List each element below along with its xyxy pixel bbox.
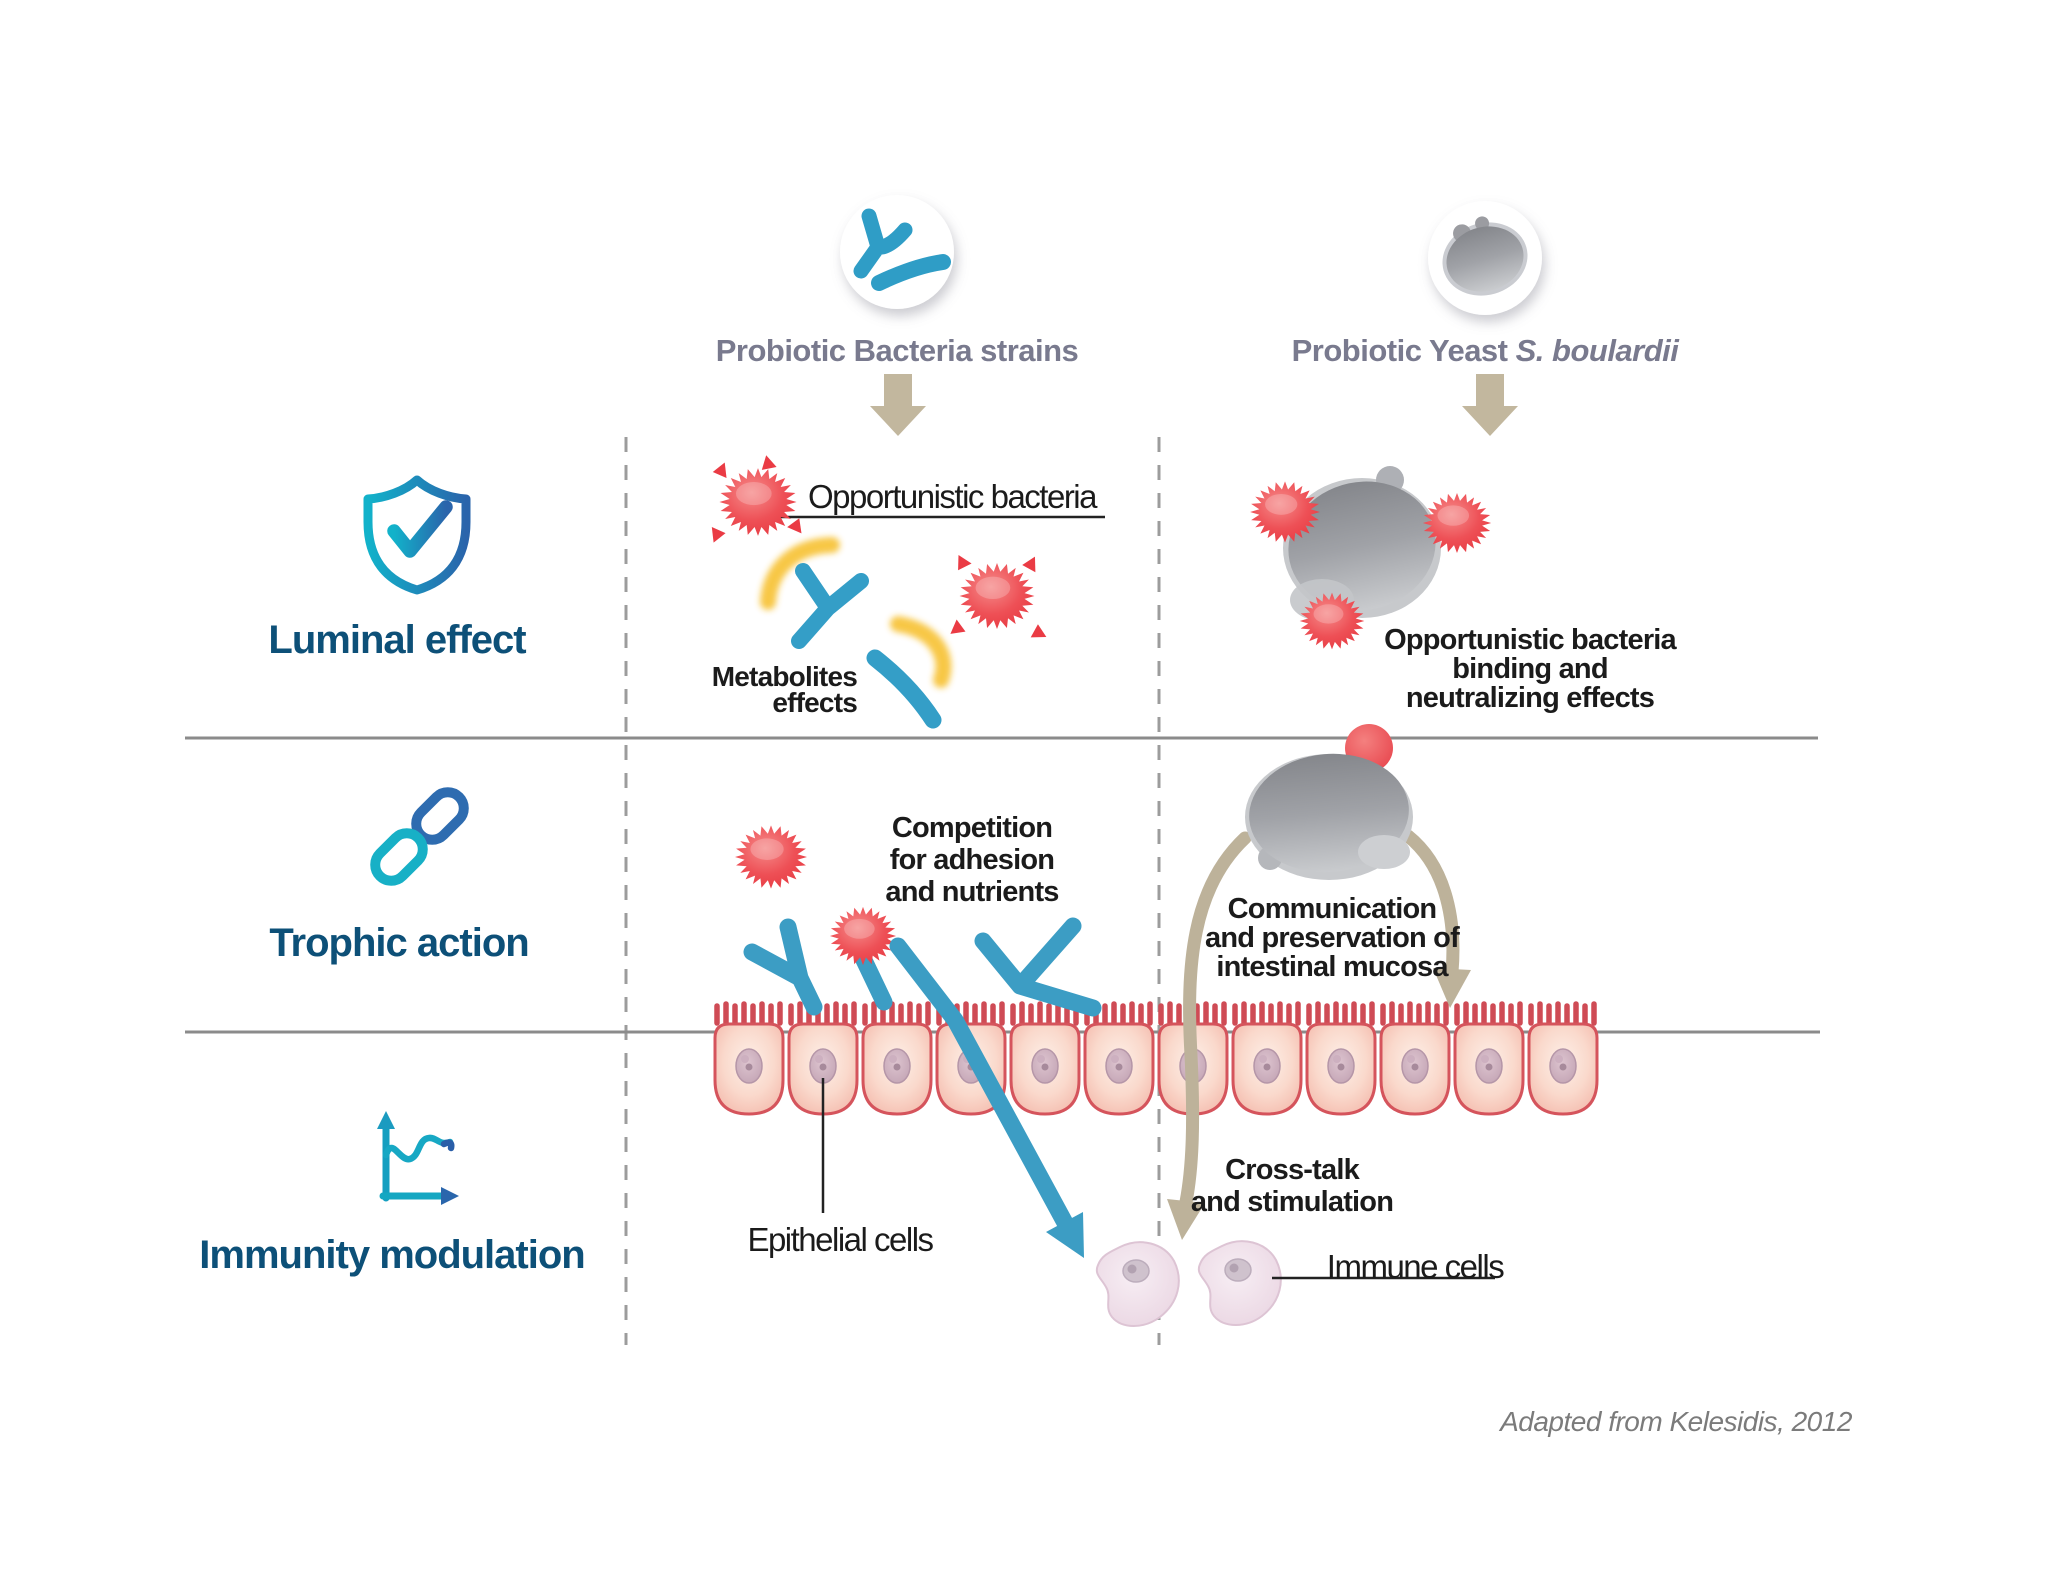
metabolites-scene [711, 455, 1105, 729]
yeast-label: Probiotic Yeast S. boulardii [1292, 333, 1679, 369]
column-dashed-separators [624, 437, 1161, 1345]
binding-neutralizing-label: Opportunistic bacteria binding and neutr… [1384, 624, 1677, 714]
crosstalk-label: Cross-talk and stimulation [1190, 1154, 1394, 1218]
yeast-communication-scene [1245, 724, 1413, 880]
immune-cells [1095, 1240, 1282, 1327]
opportunistic-germ [830, 907, 896, 965]
yeast-binding-scene [1250, 466, 1491, 649]
probiotic-bacterium-rod [866, 649, 942, 729]
opportunistic-germ [735, 825, 807, 888]
row-title-luminal: Luminal effect [268, 618, 526, 662]
pointer-lines [821, 1078, 1495, 1280]
communication-arc-heads [1167, 968, 1471, 1240]
down-arrow-icon [870, 374, 1518, 436]
shield-check-icon [363, 475, 471, 595]
adhesion-bacteria-cluster [743, 917, 1102, 1017]
communication-label: Communication and preservation of intest… [1205, 893, 1460, 983]
yeast-label-species: S. boulardii [1515, 333, 1679, 368]
yeast-icon [1428, 201, 1542, 315]
immunity-chart-icon [377, 1111, 459, 1205]
epithelial-cells-label: Epithelial cells [747, 1221, 934, 1258]
bacteria-strains-icon [840, 195, 954, 309]
chain-link-icon [370, 787, 469, 886]
epithelial-cell-row [715, 1004, 1597, 1114]
bacteria-strains-label: Probiotic Bacteria strains [715, 333, 1079, 368]
probiotic-bacterium-y [791, 563, 869, 649]
row-title-immunity: Immunity modulation [199, 1233, 585, 1277]
competition-label: Competition for adhesion and nutrients [885, 812, 1059, 908]
immune-cells-label: Immune cells [1326, 1248, 1505, 1285]
stimulation-arrow [889, 937, 1084, 1258]
yeast-label-prefix: Probiotic Yeast [1291, 333, 1516, 368]
row-title-trophic: Trophic action [269, 921, 529, 965]
opportunistic-germ [960, 563, 1035, 629]
metabolites-effects-label: Metabolites effects [711, 661, 858, 718]
opportunistic-germ [719, 468, 796, 536]
communication-arcs [1179, 829, 1460, 1209]
opportunistic-bacteria-label: Opportunistic bacteria [808, 478, 1098, 515]
source-credit: Adapted from Kelesidis, 2012 [1500, 1406, 1852, 1437]
germ-debris [711, 455, 1047, 638]
